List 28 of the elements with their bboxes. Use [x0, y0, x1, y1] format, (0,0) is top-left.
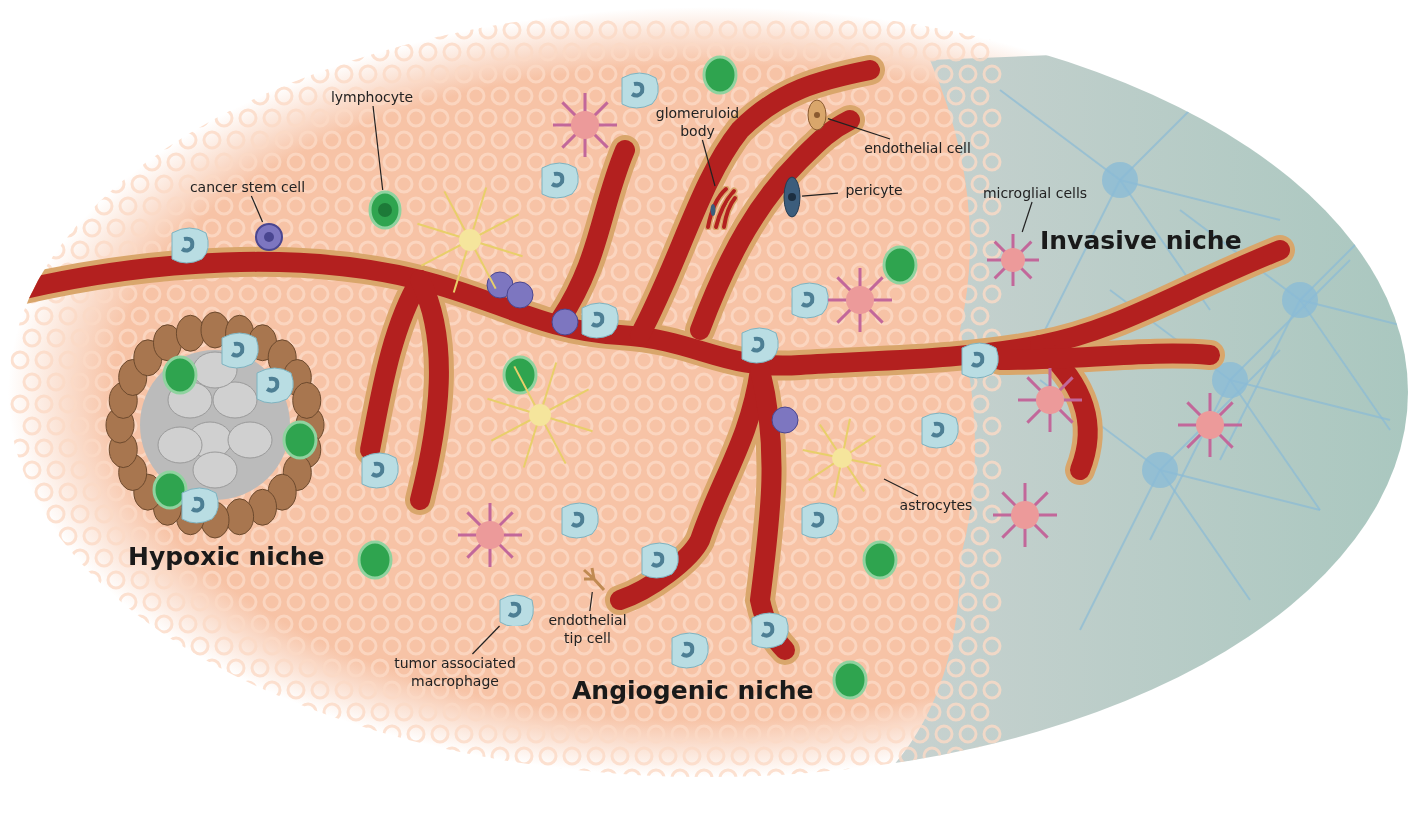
endothelial-cell [806, 98, 828, 132]
callout-label: lymphocyte [330, 88, 414, 106]
leader-line [883, 478, 919, 497]
leader-line [801, 192, 839, 197]
callout-label: astrocytes [893, 496, 979, 514]
leader-line [372, 105, 384, 191]
callout-label: endothelial cell [850, 139, 985, 157]
callout-label: glomeruloid body [650, 104, 745, 140]
region-label: Angiogenic niche [572, 676, 814, 705]
leader-line [589, 591, 593, 612]
callout-label: cancer stem cell [185, 178, 310, 196]
callout-label: pericyte [838, 181, 910, 199]
callout-label: microglial cells [975, 184, 1095, 202]
pericyte-cell [782, 176, 802, 218]
leader-line [701, 139, 716, 187]
callout-label: tumor associated macrophage [390, 654, 520, 690]
leader-line [471, 625, 501, 655]
vessel-loop [704, 186, 738, 230]
region-label: Invasive niche [1040, 226, 1242, 255]
leader-line [1021, 201, 1033, 233]
astrocyte-cell [800, 416, 884, 500]
lymphocyte-cell [368, 190, 402, 230]
tip-cell [582, 566, 606, 592]
leader-line [250, 195, 264, 223]
callout-label: endothelial tip cell [540, 611, 635, 647]
leader-line [827, 118, 891, 140]
microglial-cell [985, 232, 1041, 288]
region-label: Hypoxic niche [128, 542, 325, 571]
